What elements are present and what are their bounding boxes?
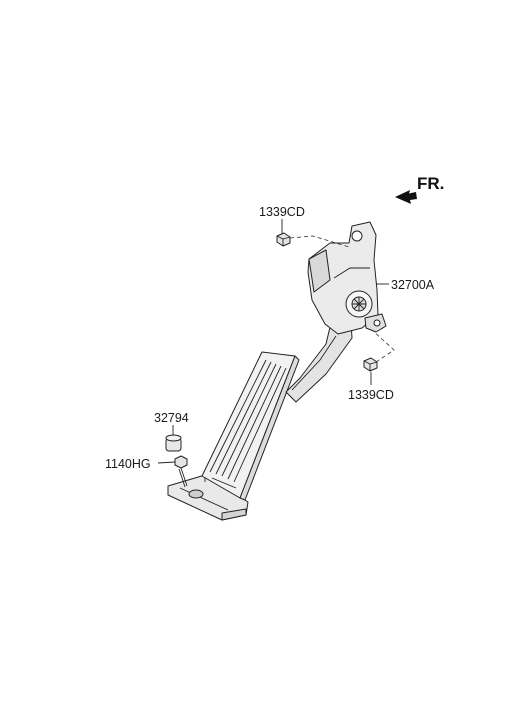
hex-nut-bottom: [363, 357, 378, 372]
pedal-module-housing: [307, 221, 387, 335]
mounting-bolt: [174, 455, 188, 488]
accelerator-pedal-pad: [201, 351, 300, 501]
callout-stopper: 32794: [154, 411, 189, 425]
front-label: FR.: [417, 174, 444, 193]
callout-pedal-module: 32700A: [391, 278, 435, 292]
pedal-stopper: [165, 434, 182, 452]
callout-nut-bottom: 1339CD: [348, 388, 394, 402]
callout-bolt: 1140HG: [105, 457, 151, 471]
callout-nut-top: 1339CD: [259, 205, 305, 219]
front-direction-indicator: FR.: [395, 174, 444, 204]
leader-lines: [157, 219, 395, 464]
front-arrow-icon: [395, 190, 417, 204]
hex-nut-top: [276, 232, 291, 247]
